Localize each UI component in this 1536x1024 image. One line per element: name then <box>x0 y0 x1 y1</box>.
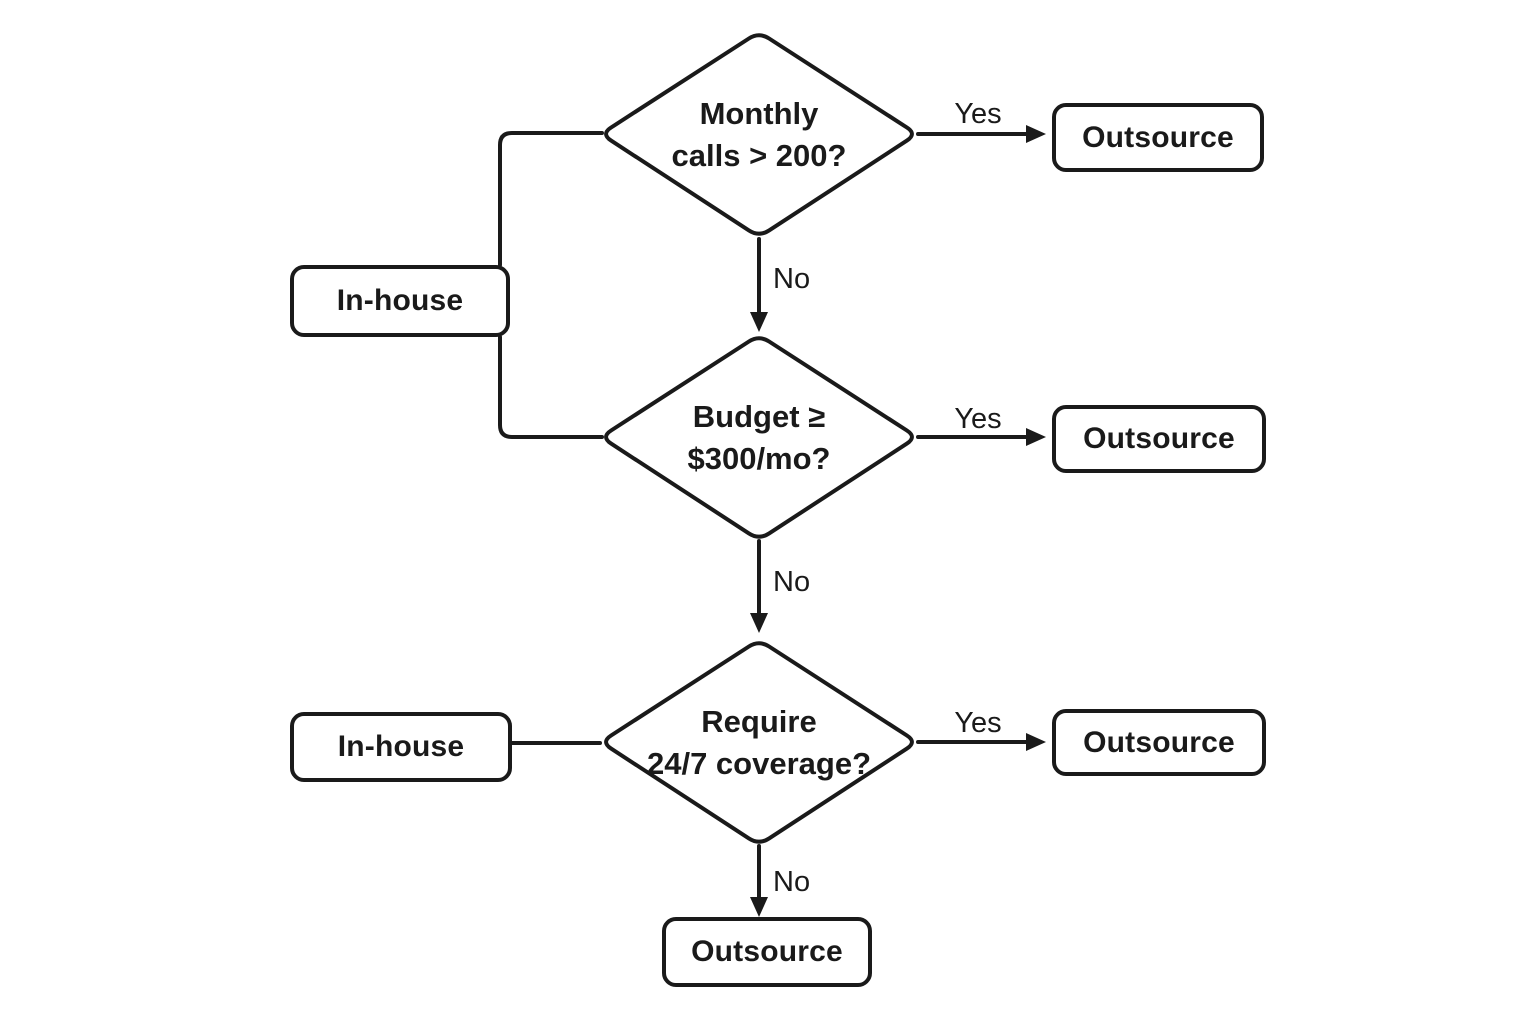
decision-coverage-label: Require 24/7 coverage? <box>646 704 872 781</box>
arrowhead-no-3 <box>750 897 768 917</box>
edge-label-yes-1: Yes <box>954 98 1002 130</box>
arrowhead-yes-1 <box>1026 125 1046 143</box>
decision-budget-shape <box>604 336 914 539</box>
outsource-right-2-node: Outsource <box>1052 405 1266 473</box>
in-house-top-node: In-house <box>290 265 510 337</box>
decision-monthly-calls-shape <box>604 33 914 236</box>
arrowhead-no-1 <box>750 312 768 332</box>
decision-monthly-calls-label: Monthly calls > 200? <box>671 96 847 173</box>
connector-inhouse-top-to-decision1 <box>498 131 604 267</box>
in-house-bottom-node: In-house <box>290 712 512 782</box>
connector-inhouse-top-to-decision2 <box>498 335 604 439</box>
edge-label-no-3: No <box>773 866 811 898</box>
edge-label-no-2: No <box>773 566 811 598</box>
arrowhead-no-2 <box>750 613 768 633</box>
edge-label-yes-2: Yes <box>954 403 1002 435</box>
decision-coverage-shape <box>604 641 914 844</box>
outsource-right-3-node: Outsource <box>1052 709 1266 776</box>
edge-label-no-1: No <box>773 263 811 295</box>
edge-label-yes-3: Yes <box>954 707 1002 739</box>
outsource-right-1-node: Outsource <box>1052 103 1264 172</box>
arrowhead-yes-2 <box>1026 428 1046 446</box>
outsource-bottom-node: Outsource <box>662 917 872 987</box>
decision-budget-label: Budget ≥ $300/mo? <box>687 399 831 476</box>
arrowhead-yes-3 <box>1026 733 1046 751</box>
